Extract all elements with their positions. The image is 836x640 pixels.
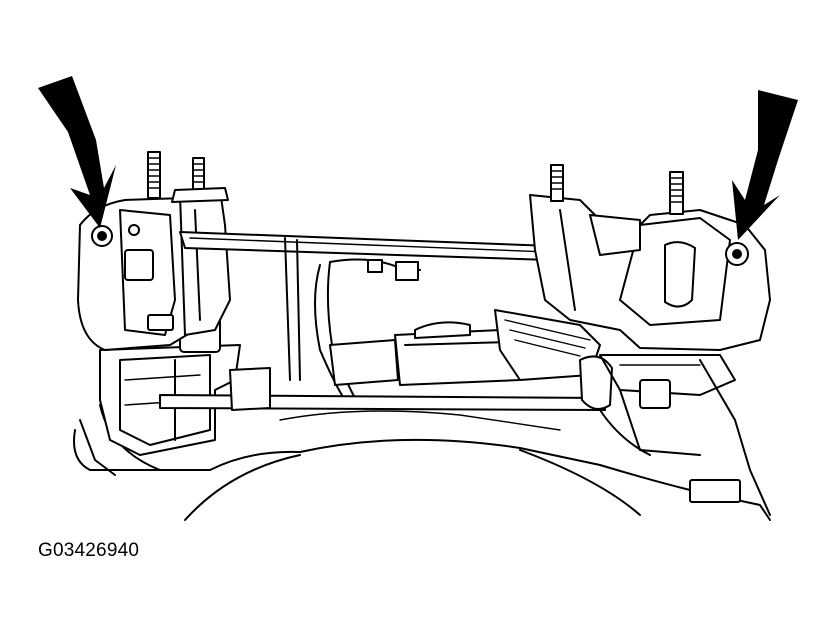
center-actuator — [329, 309, 601, 386]
arrow-down-left-icon — [732, 90, 798, 240]
figure-id-label: G03426940 — [38, 540, 140, 561]
right-engine-mount — [529, 194, 771, 409]
arrow-down-right-icon — [38, 76, 116, 228]
wiring-harness — [284, 237, 421, 401]
left-engine-mount — [77, 189, 231, 351]
drive-shaft — [159, 355, 613, 411]
right-mount-studs — [550, 164, 684, 215]
left-mount-studs — [147, 151, 229, 203]
right-lower-frame — [599, 359, 771, 516]
